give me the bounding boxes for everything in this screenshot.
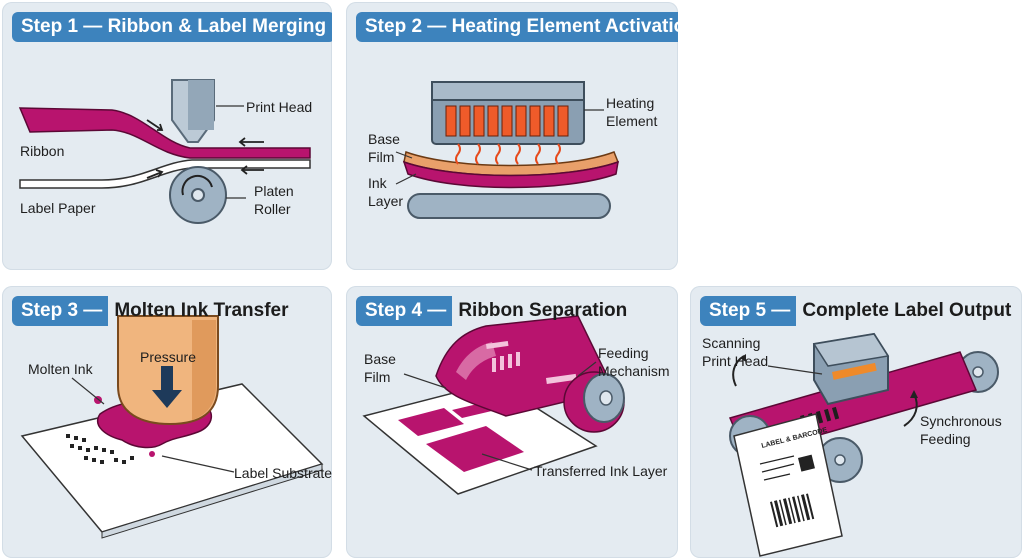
feeding-leader [577,361,597,377]
label-base: Base [364,351,396,367]
label-pressure: Pressure [140,349,196,365]
label-print-head: Print Head [246,99,312,115]
step-3-illustration: Molten Ink Pressure Label Substrate [20,315,332,539]
step-5-title-text: Complete Label Output [802,300,1012,321]
rotation-arrow [181,174,213,196]
transferred-block-2 [426,426,524,472]
ink-leader [395,173,417,185]
step-4-illustration: Base Film Feeding Mechanism Transferred … [362,315,670,495]
feed-arrowhead [910,390,918,398]
step-5-panel: LABEL & BARCODE Scanning Print Head Sync… [690,286,1022,558]
printed-dots [66,434,134,464]
label-text-lines [759,455,795,481]
step-3-title-text: Molten Ink Transfer [114,300,289,321]
base-film-leader [403,373,447,389]
label-barcode [770,493,815,528]
print-head-shade [188,80,214,130]
label-feeding: Feeding [920,431,971,447]
print-head-top [812,333,890,367]
label-roller: Roller [254,201,291,217]
step-4-title: Step 4 — Ribbon Separation [356,296,627,326]
label-layer: Layer [368,193,403,209]
finger-shade [192,320,216,420]
step-4-pill: Step 4 — [356,296,453,326]
housing-top [431,81,585,101]
label-synchronous: Synchronous [920,413,1002,429]
label-scanning: Scanning [702,335,760,351]
step-4-title-text: Ribbon Separation [458,300,628,321]
substrate-edge [101,463,323,539]
rear-axle [972,366,984,378]
scanning-leader [767,365,823,375]
label-ink: Ink [368,175,388,191]
pressure-arrow-head [152,390,182,408]
ribbon-curl [456,342,496,380]
scan-arrowhead [740,354,746,362]
heat-waves [455,143,561,165]
label-element: Element [606,113,657,129]
ink-droplet-2 [149,451,155,457]
ribbon-gaps [486,340,577,384]
label-molten-ink: Molten Ink [28,361,94,377]
feeding-axle [599,390,613,406]
molten-ink-leader [71,377,105,405]
output-label [733,413,843,557]
label-print-head: Print Head [702,353,768,369]
substrate-leader [161,455,235,473]
heater-cells [445,105,569,137]
step-1-panel: Print Head Ribbon Label Paper Platen Rol… [2,2,332,270]
step-2-panel: Heating Element Base Film Ink Layer Step… [346,2,678,270]
roller-axle [191,188,205,202]
pressure-arrow-shaft [161,366,173,392]
bottom-axle [834,454,846,466]
label-mechanism: Mechanism [598,363,670,379]
label-film: Film [368,149,394,165]
label-heating: Heating [606,95,654,111]
label-label-paper: Label Paper [20,200,96,216]
step-2-title: Step 2 — Heating Element Activation [356,12,678,42]
direction-arrows [146,119,264,179]
label-transferred-ink: Transferred Ink Layer [534,463,668,479]
transferred-leader [481,453,533,471]
step-1-title: Step 1 — Ribbon & Label Merging [12,12,332,42]
print-head-window [832,362,877,380]
step-2-pill: Step 2 — Heating Element Activation [356,12,678,42]
step-2-illustration: Heating Element Base Film Ink Layer [368,81,657,219]
label-base: Base [368,131,400,147]
label-platen: Platen [254,183,294,199]
step-3-panel: Molten Ink Pressure Label Substrate Step… [2,286,332,558]
qr-code [797,454,815,472]
label-feeding: Feeding [598,345,649,361]
step-5-title: Step 5 — Complete Label Output [700,296,1011,326]
base-film-leader [395,151,413,159]
label-label-substrate: Label Substrate [234,465,332,481]
step-1-pill: Step 1 — Ribbon & Label Merging [12,12,332,42]
step-4-panel: Base Film Feeding Mechanism Transferred … [346,286,678,558]
step-5-pill: Step 5 — [700,296,797,326]
label-ribbon: Ribbon [20,143,64,159]
label-paper-strip [19,159,311,189]
platen-bar [407,193,611,219]
step-1-illustration: Print Head Ribbon Label Paper Platen Rol… [18,79,312,224]
ink-layer [402,160,619,189]
step-3-pill: Step 3 — [12,296,109,326]
ribbon-strip [18,107,311,159]
label-film: Film [364,369,390,385]
step-3-title: Step 3 — Molten Ink Transfer [12,296,289,326]
step-5-illustration: LABEL & BARCODE Scanning Print Head Sync… [702,332,1002,557]
transferred-block-1 [398,408,464,436]
